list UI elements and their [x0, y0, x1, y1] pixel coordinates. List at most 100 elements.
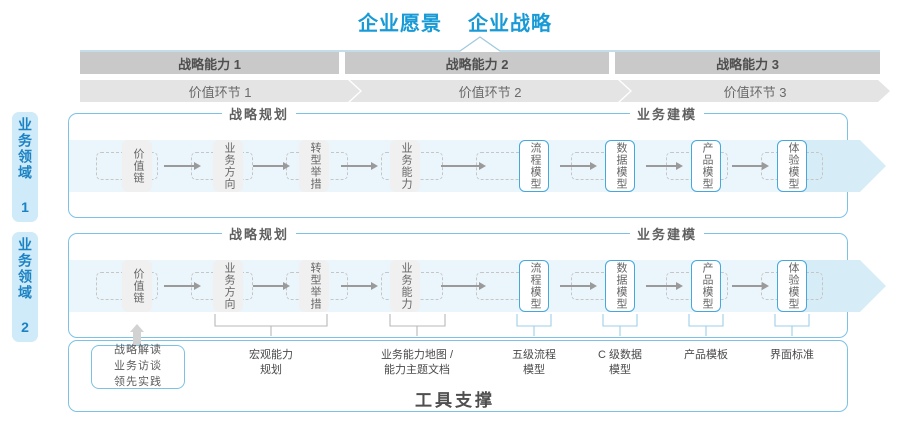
- tool-caption-4-line1: C 级数据: [598, 349, 642, 361]
- vision-strategy-header: 企业愿景 企业战略: [0, 6, 910, 36]
- row-1-arrow-1-head: [194, 161, 201, 170]
- tool-caption-4-line2: 模型: [609, 363, 631, 376]
- domain-label-1-text: 业务领域 1: [17, 117, 33, 217]
- tool-support-title: 工具支撑: [415, 391, 495, 410]
- row-1-modeling-node-2-label: 数据模型: [614, 142, 627, 190]
- tool-caption-2: 业务能力地图 / 能力主题文档: [358, 348, 476, 378]
- row-2-modeling-node-4-label: 体验模型: [786, 262, 799, 310]
- row-2-arrow-6-head: [676, 281, 683, 290]
- tool-caption-5: 产品模板: [651, 348, 761, 363]
- domain-label-2[interactable]: 业务领域 2: [12, 232, 38, 342]
- row-2-arrow-7-line: [732, 285, 764, 287]
- tool-source-box[interactable]: 战略解读 业务访谈 领先实践: [91, 344, 185, 389]
- row-2-modeling-node-2-label: 数据模型: [614, 262, 627, 310]
- row-2-arrow-3-head: [371, 281, 378, 290]
- row-2-section-planning: 战略规划: [222, 226, 297, 242]
- row-1-arrow-7-head: [762, 161, 769, 170]
- row-1-modeling-node-1[interactable]: 流程模型: [519, 140, 549, 192]
- row-1-section-planning: 战略规划: [222, 106, 297, 122]
- row-1-planning-node-3[interactable]: 转型举措: [299, 140, 329, 192]
- tool-caption-5-line1: 产品模板: [684, 349, 728, 361]
- value-chain-bar-3[interactable]: 价值环节 3: [620, 80, 890, 102]
- row-2-arrow-2-head: [283, 281, 290, 290]
- row-1-arrow-5-line: [560, 165, 592, 167]
- row-2-modeling-node-3[interactable]: 产品模型: [691, 260, 721, 312]
- row-1-planning-node-4[interactable]: 业务能力: [390, 140, 420, 192]
- row-1-arrow-4-line: [441, 165, 481, 167]
- row-1-modeling-node-4[interactable]: 体验模型: [777, 140, 807, 192]
- row-1-arrow-7-line: [732, 165, 764, 167]
- row-2-arrow-3-line: [341, 285, 373, 287]
- row-2-section-modeling: 业务建模: [630, 226, 705, 242]
- row-2-arrow-5-head: [590, 281, 597, 290]
- value-chain-bar-2[interactable]: 价值环节 2: [350, 80, 630, 102]
- row-2-planning-node-3[interactable]: 转型举措: [299, 260, 329, 312]
- row-1-big-arrow-head: [860, 140, 886, 192]
- tool-caption-2-line1: 业务能力地图 /: [380, 349, 454, 361]
- row-1-modeling-node-3-label: 产品模型: [700, 142, 713, 190]
- row-2-arrow-1-line: [164, 285, 196, 287]
- row-1-planning-node-1-label: 价值链: [131, 148, 144, 184]
- row-2-planning-node-2-label: 业务方向: [222, 262, 235, 310]
- row-1-arrow-1-line: [164, 165, 196, 167]
- tool-caption-4: C 级数据 模型: [565, 348, 675, 378]
- capability-bar-1[interactable]: 战略能力 1: [80, 52, 339, 74]
- tool-caption-3-line2: 模型: [523, 363, 545, 376]
- tool-source-line-1: 战略解读: [114, 344, 162, 357]
- row-1-arrow-6-line: [646, 165, 678, 167]
- row-1-modeling-node-1-label: 流程模型: [528, 142, 541, 190]
- tool-source-line-2: 业务访谈: [114, 360, 162, 373]
- row-1-arrow-2-line: [253, 165, 285, 167]
- row-2-modeling-node-3-label: 产品模型: [700, 262, 713, 310]
- tool-caption-3: 五级流程 模型: [479, 348, 589, 378]
- source-to-valuechain-arrow-head: [130, 324, 144, 332]
- row-2-planning-node-4-label: 业务能力: [399, 262, 412, 310]
- row-2-modeling-node-4[interactable]: 体验模型: [777, 260, 807, 312]
- tool-caption-1: 宏观能力 规划: [216, 348, 326, 378]
- row-1-modeling-node-4-label: 体验模型: [786, 142, 799, 190]
- row-1-arrow-4-head: [479, 161, 486, 170]
- row-1-modeling-node-3[interactable]: 产品模型: [691, 140, 721, 192]
- row-1-arrow-2-head: [283, 161, 290, 170]
- tool-caption-2-line2: 能力主题文档: [384, 363, 450, 376]
- row-2-modeling-node-1[interactable]: 流程模型: [519, 260, 549, 312]
- tool-source-line-3: 领先实践: [114, 375, 162, 388]
- row-2-modeling-node-2[interactable]: 数据模型: [605, 260, 635, 312]
- row-2-planning-node-2[interactable]: 业务方向: [213, 260, 243, 312]
- capability-bar-3[interactable]: 战略能力 3: [615, 52, 880, 74]
- row-1-planning-node-2-label: 业务方向: [222, 142, 235, 190]
- row-2-arrow-2-line: [253, 285, 285, 287]
- value-chain-bar-1[interactable]: 价值环节 1: [80, 80, 360, 102]
- row-2-big-arrow-head: [860, 260, 886, 312]
- row-2-planning-node-4[interactable]: 业务能力: [390, 260, 420, 312]
- row-1-section-modeling: 业务建模: [630, 106, 705, 122]
- row-2-arrow-6-line: [646, 285, 678, 287]
- row-2-modeling-node-1-label: 流程模型: [528, 262, 541, 310]
- bracket-connectors: [214, 314, 810, 336]
- enterprise-strategy-title: 企业战略: [468, 12, 552, 35]
- row-2-arrow-4-line: [441, 285, 481, 287]
- row-1-planning-node-2[interactable]: 业务方向: [213, 140, 243, 192]
- capability-bar-2[interactable]: 战略能力 2: [345, 52, 609, 74]
- domain-label-2-text: 业务领域 2: [17, 237, 33, 337]
- row-2-planning-node-1-label: 价值链: [131, 268, 144, 304]
- row-2-arrow-7-head: [762, 281, 769, 290]
- row-1-arrow-3-head: [371, 161, 378, 170]
- row-2-arrow-4-head: [479, 281, 486, 290]
- tool-caption-6-line1: 界面标准: [770, 349, 814, 361]
- tool-caption-1-line1: 宏观能力: [249, 349, 293, 361]
- tool-caption-3-line1: 五级流程: [512, 349, 556, 361]
- tool-caption-1-line2: 规划: [260, 363, 282, 376]
- tool-support-container: [68, 340, 848, 412]
- row-1-arrow-3-line: [341, 165, 373, 167]
- row-1-planning-node-3-label: 转型举措: [308, 142, 321, 190]
- source-to-valuechain-arrow-stem: [133, 332, 141, 350]
- domain-label-1[interactable]: 业务领域 1: [12, 112, 38, 222]
- vision-connector-line: [80, 36, 880, 52]
- row-1-modeling-node-2[interactable]: 数据模型: [605, 140, 635, 192]
- row-1-planning-node-1[interactable]: 价值链: [122, 140, 152, 192]
- row-1-arrow-5-head: [590, 161, 597, 170]
- row-2-planning-node-1[interactable]: 价值链: [122, 260, 152, 312]
- row-2-planning-node-3-label: 转型举措: [308, 262, 321, 310]
